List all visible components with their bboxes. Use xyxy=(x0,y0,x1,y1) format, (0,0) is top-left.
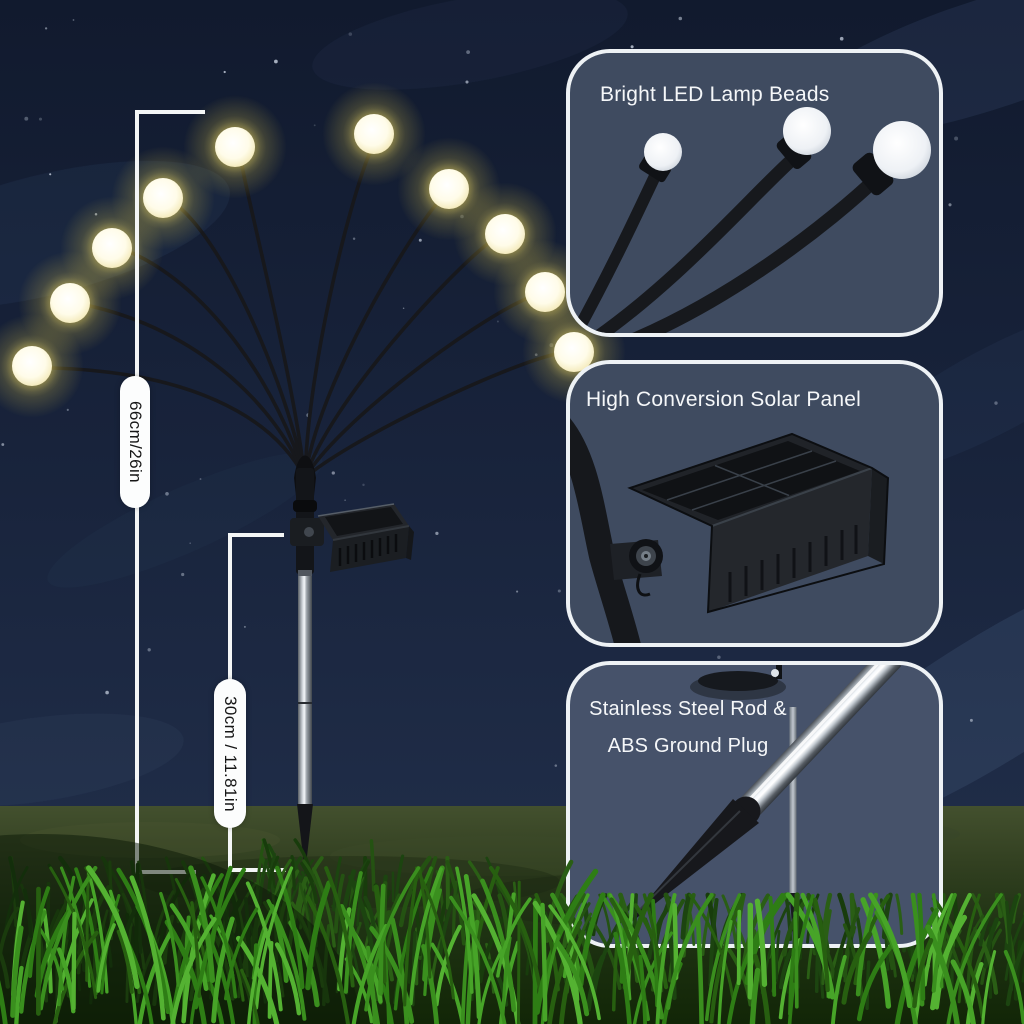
feature-panel-solar: High Conversion Solar Panel xyxy=(566,360,943,647)
feature-panel-rod-title-line1: Stainless Steel Rod & xyxy=(589,698,787,720)
height-dimension-text: 66cm/26in xyxy=(126,400,146,484)
led-bulbs xyxy=(0,82,626,418)
stem-bundle xyxy=(294,455,316,505)
stake-dimension-text: 30cm / 11.81in xyxy=(221,695,241,812)
feature-panel-rod: Stainless Steel Rod & ABS Ground Plug xyxy=(566,661,943,948)
led-cables xyxy=(570,149,887,333)
stainless-rod xyxy=(298,570,312,806)
upper-pole xyxy=(296,468,314,574)
feature-panel-solar-title: High Conversion Solar Panel xyxy=(586,388,862,411)
stake-dimension-label: 30cm / 11.81in xyxy=(214,679,246,828)
center-pole-assembly xyxy=(290,468,414,874)
feature-panel-led: Bright LED Lamp Beads xyxy=(566,49,943,337)
feature-panel-led-title: Bright LED Lamp Beads xyxy=(600,83,830,106)
rod-ferrule xyxy=(298,570,312,576)
bracket-bolt xyxy=(304,527,314,537)
feature-panel-rod-title-line2: ABS Ground Plug xyxy=(607,735,769,757)
pole-closeup xyxy=(570,418,641,643)
grass-shadow-vignette xyxy=(0,834,360,1024)
pole-collar xyxy=(293,500,317,512)
ground-plug-spike xyxy=(625,799,759,927)
hinge-screw xyxy=(629,539,663,597)
solar-panel-box xyxy=(317,503,414,572)
height-dimension-label: 66cm/26in xyxy=(120,376,150,508)
feature-panel-rod-title: Stainless Steel Rod & ABS Ground Plug xyxy=(578,691,798,765)
panel-bracket xyxy=(290,518,324,546)
ground-spike xyxy=(297,804,313,874)
solar-box-closeup xyxy=(627,432,890,614)
